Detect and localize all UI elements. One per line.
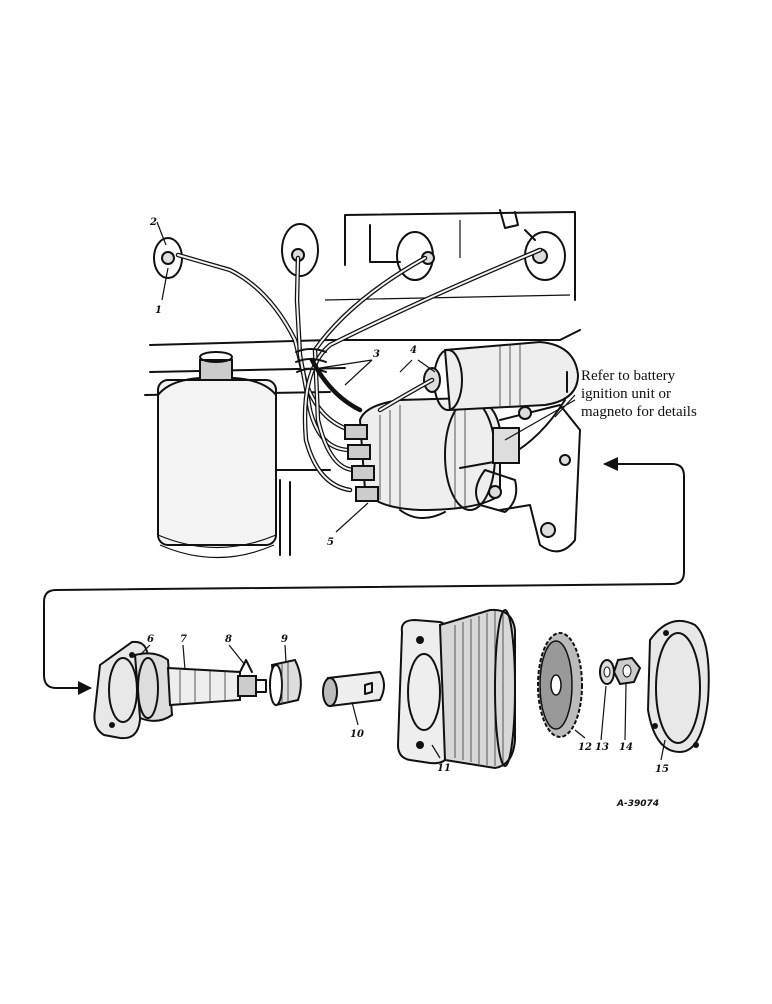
part-9-bearing xyxy=(269,658,302,707)
part-15-gasket xyxy=(646,620,710,754)
callout-5: 5 xyxy=(327,537,334,548)
part-10-bushing xyxy=(322,670,385,708)
drawing-code: A-39074 xyxy=(616,799,659,809)
callout-4: 4 xyxy=(410,345,417,356)
callout-numbers: 2 1 3 4 5 6 7 8 9 10 11 12 13 14 15 xyxy=(147,217,669,775)
part-7-shaft xyxy=(133,652,267,722)
part-8-pin xyxy=(239,659,253,673)
callout-14: 14 xyxy=(619,742,633,753)
oil-filter xyxy=(157,351,277,558)
engine-block xyxy=(144,209,581,556)
callout-6: 6 xyxy=(147,634,154,645)
distributor xyxy=(344,396,501,519)
callout-7: 7 xyxy=(180,634,187,645)
callout-10: 10 xyxy=(350,729,364,740)
note-line-1: Refer to battery xyxy=(581,368,676,384)
reference-note: Refer to battery ignition unit or magnet… xyxy=(581,368,697,420)
callout-3: 3 xyxy=(373,349,380,360)
routing-arrow xyxy=(43,457,685,695)
note-line-2: ignition unit or xyxy=(581,386,671,402)
callout-9: 9 xyxy=(281,634,288,645)
callout-2: 2 xyxy=(149,217,157,228)
callout-13: 13 xyxy=(595,742,609,753)
callout-15: 15 xyxy=(655,764,669,775)
ignition-wires xyxy=(175,247,543,493)
note-line-3: magneto for details xyxy=(581,404,697,420)
part-12-gear xyxy=(537,632,583,738)
part-14-nut xyxy=(612,656,642,686)
callout-12: 12 xyxy=(578,742,592,753)
part-13-washer xyxy=(599,659,615,685)
callout-8: 8 xyxy=(225,634,232,645)
callout-1: 1 xyxy=(155,305,162,316)
ignition-coil xyxy=(377,340,580,413)
part-11-housing xyxy=(396,608,516,770)
part-6-gasket xyxy=(93,640,150,740)
leader-lines xyxy=(139,221,666,761)
callout-11: 11 xyxy=(437,763,451,774)
